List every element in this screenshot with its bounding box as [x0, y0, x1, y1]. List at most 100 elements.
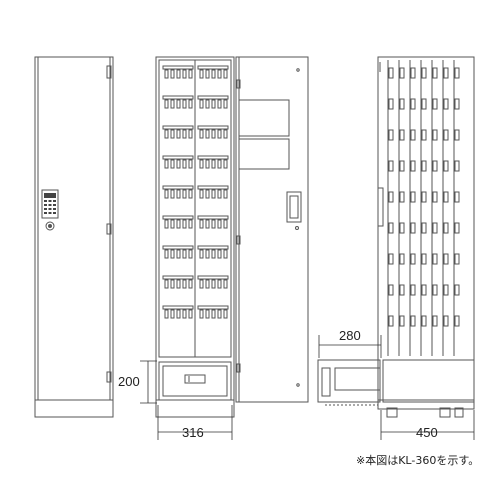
rack-tag [432, 160, 438, 172]
key-tag [164, 69, 169, 79]
key-hook-bar [162, 305, 194, 310]
hinge-mid [106, 223, 112, 235]
drawer-front [158, 361, 232, 401]
key-tag [205, 159, 210, 169]
key-hook-bar [197, 65, 229, 70]
rack-tag [454, 160, 460, 172]
rack-tag [421, 284, 427, 296]
key-tag [199, 279, 204, 289]
key-tag [170, 279, 175, 289]
key-tag [176, 249, 181, 259]
key-hook-bar [197, 95, 229, 100]
rack-tag [421, 191, 427, 203]
key-tag [182, 69, 187, 79]
key-tag [211, 189, 216, 199]
key-tag [223, 159, 228, 169]
open-cabinet-view [155, 56, 309, 418]
key-tag [164, 99, 169, 109]
key-hook-bar [162, 275, 194, 280]
key-tag [211, 159, 216, 169]
rack-tag [432, 253, 438, 265]
key-tag [176, 159, 181, 169]
dimension-200 [140, 360, 157, 404]
key-hook-bar [162, 245, 194, 250]
rack-tag [399, 284, 405, 296]
key-tag [205, 189, 210, 199]
key-tag [164, 189, 169, 199]
keypad-icon [41, 189, 59, 219]
base-foot-right [439, 407, 451, 418]
key-rack-columns [387, 60, 460, 356]
key-tag [164, 129, 169, 139]
key-tag [217, 69, 222, 79]
rack-tag [443, 315, 449, 327]
rack-tag [421, 222, 427, 234]
rack-tag [432, 129, 438, 141]
open-door [235, 56, 309, 403]
key-tag [182, 249, 187, 259]
key-tag [205, 279, 210, 289]
key-tag [205, 309, 210, 319]
rack-tag [410, 67, 416, 79]
rack-tag [399, 191, 405, 203]
key-tag [176, 69, 181, 79]
key-tag [205, 129, 210, 139]
dimension-450 [380, 410, 475, 440]
rack-tag [399, 67, 405, 79]
key-hook-bar [197, 305, 229, 310]
key-tag [223, 309, 228, 319]
key-tag [217, 129, 222, 139]
rack-tag [421, 67, 427, 79]
key-tag [217, 309, 222, 319]
key-tag [188, 99, 193, 109]
key-tag [176, 99, 181, 109]
key-tag [170, 129, 175, 139]
rack-tag [410, 98, 416, 110]
key-tag [199, 129, 204, 139]
rack-tag [410, 253, 416, 265]
rack-tag [388, 315, 394, 327]
key-tag [205, 219, 210, 229]
key-hook-rows [162, 65, 229, 319]
key-hook-bar [162, 185, 194, 190]
key-tag [223, 69, 228, 79]
rack-tag [443, 67, 449, 79]
rack-tag [410, 160, 416, 172]
rack-tag [454, 191, 460, 203]
rack-tag [399, 222, 405, 234]
key-tag [170, 249, 175, 259]
key-hook-bar [162, 215, 194, 220]
key-tag [217, 99, 222, 109]
key-tag [188, 219, 193, 229]
rack-tag [454, 284, 460, 296]
rack-tag [443, 98, 449, 110]
key-tag [217, 159, 222, 169]
key-hook-bar [197, 185, 229, 190]
key-tag [211, 99, 216, 109]
key-tag [223, 129, 228, 139]
key-tag [199, 249, 204, 259]
rack-tag [432, 191, 438, 203]
rack-tag [454, 253, 460, 265]
key-tag [188, 189, 193, 199]
rack-tag [432, 98, 438, 110]
drawer-label-plate [184, 374, 206, 384]
rack-tag [432, 284, 438, 296]
key-tag [182, 129, 187, 139]
key-tag [176, 129, 181, 139]
lock-icon [45, 221, 55, 231]
key-tag [164, 279, 169, 289]
key-tag [199, 69, 204, 79]
rack-tag [421, 129, 427, 141]
rack-tag [388, 191, 394, 203]
key-tag [217, 219, 222, 229]
key-tag [211, 219, 216, 229]
key-tag [164, 309, 169, 319]
open-cabinet-body [155, 56, 235, 418]
key-tag [182, 189, 187, 199]
key-tag [176, 309, 181, 319]
key-tag [170, 189, 175, 199]
rack-tag [454, 315, 460, 327]
rack-tag [410, 222, 416, 234]
rack-tag [421, 253, 427, 265]
